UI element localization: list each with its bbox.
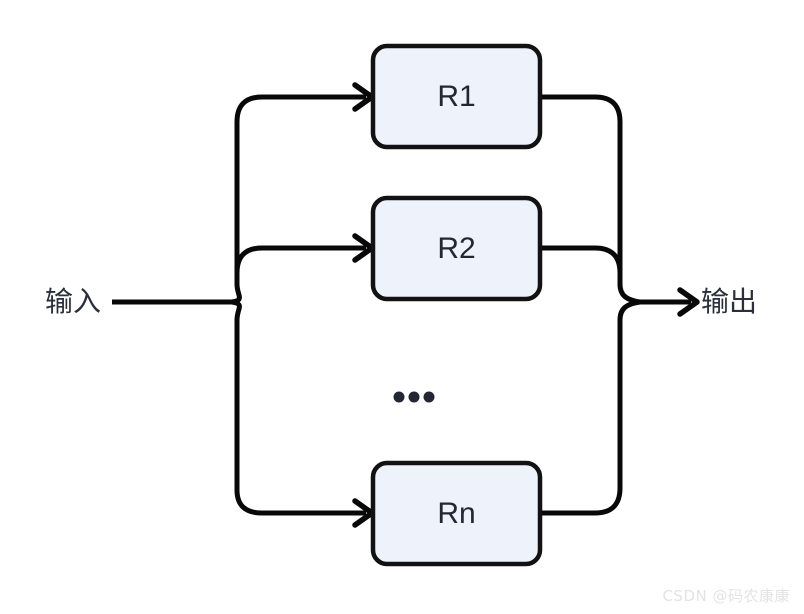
watermark-text: CSDN @码农康康 xyxy=(662,587,790,605)
node-rn-label: Rn xyxy=(437,497,475,530)
node-r1-label: R1 xyxy=(437,80,475,113)
input-label: 输入 xyxy=(45,285,101,318)
ellipsis-dot-2 xyxy=(408,391,420,403)
output-merge-junction-upper xyxy=(617,283,641,305)
edge-input-to-r1 xyxy=(234,94,366,123)
node-rn-shape[interactable] xyxy=(370,460,543,567)
input-split-junction-lower xyxy=(231,299,242,321)
ellipsis-indicator xyxy=(393,391,435,403)
input-split-junction-upper xyxy=(231,283,242,305)
node-r2[interactable]: R2 xyxy=(370,195,543,302)
arrow-head-output-icon xyxy=(677,287,700,317)
node-r2-shape[interactable] xyxy=(370,195,543,302)
node-r2-label: R2 xyxy=(437,232,475,265)
edge-r2-to-merge xyxy=(540,245,623,284)
edge-input-to-r2 xyxy=(234,245,366,274)
edge-input-to-rn xyxy=(234,489,366,516)
output-merge-junction-lower xyxy=(617,299,641,321)
ellipsis-dot-1 xyxy=(393,391,405,403)
node-r1[interactable]: R1 xyxy=(370,43,543,150)
node-rn[interactable]: Rn xyxy=(370,460,543,567)
edge-rn-to-merge xyxy=(540,320,623,516)
edge-r1-to-merge xyxy=(540,94,623,284)
output-label: 输出 xyxy=(701,285,757,318)
ellipsis-dot-3 xyxy=(423,391,435,403)
node-r1-shape[interactable] xyxy=(370,43,543,150)
